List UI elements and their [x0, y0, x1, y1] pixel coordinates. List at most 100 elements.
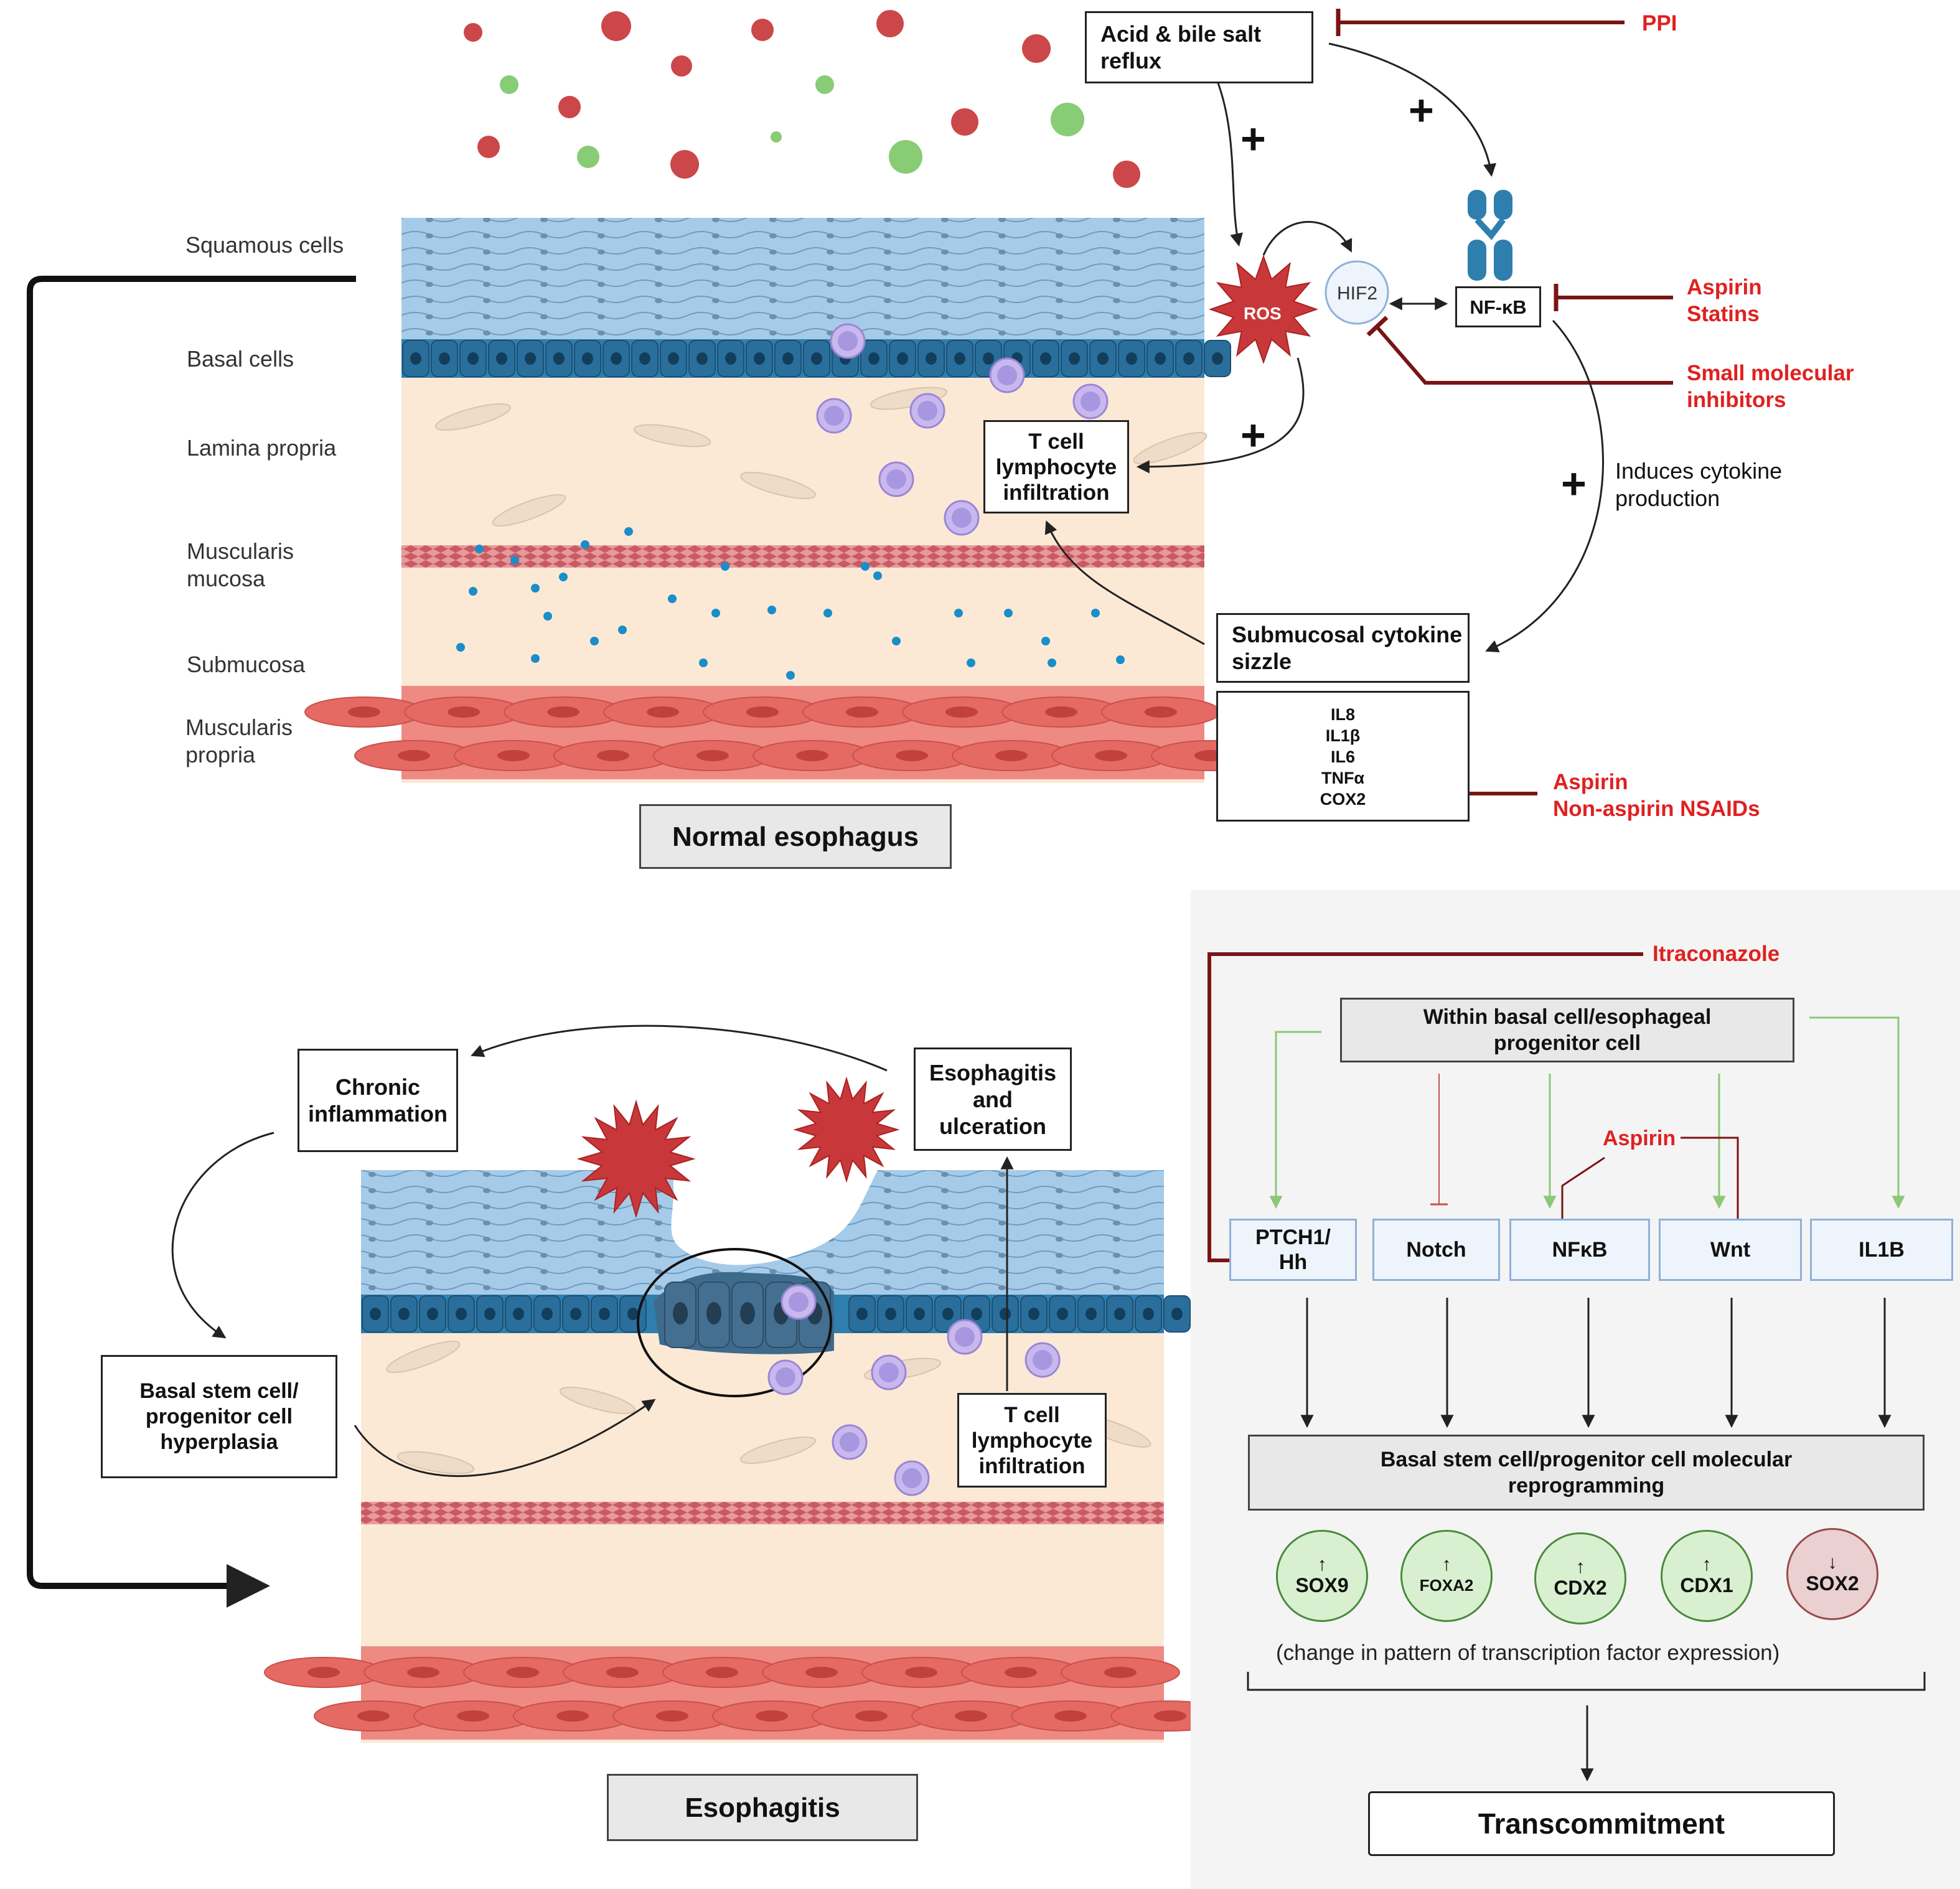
muscle-fiber-nucleus	[448, 706, 480, 718]
cytokine-dot	[624, 527, 633, 536]
fibroblast	[492, 494, 566, 527]
pathway-nfkb: NFκB	[1509, 1219, 1650, 1281]
basal-cell-nucleus	[885, 1308, 896, 1320]
basal-cell-nucleus	[1097, 352, 1109, 365]
plus-ros-tcell: +	[1240, 411, 1266, 459]
tf-sox9: ↑SOX9	[1276, 1530, 1368, 1622]
immune-cell-nucleus	[886, 469, 906, 489]
muscle-fiber-nucleus	[805, 1667, 838, 1678]
reprogramming-box: Basal stem cell/progenitor cell molecula…	[1248, 1435, 1925, 1511]
tf-sox2-name: SOX2	[1806, 1572, 1859, 1595]
pathway-il1b: IL1B	[1810, 1219, 1953, 1281]
muscle-fiber-nucleus	[647, 706, 679, 718]
cytokine-dot	[873, 571, 882, 580]
hyperplasia-circle	[637, 1248, 832, 1397]
cytokine-dot	[721, 562, 729, 571]
cytokine-dot	[559, 573, 568, 581]
aspirin-statins-label: Aspirin Statins	[1687, 275, 1762, 326]
layer-label-muscularis-mucosa: Muscularis mucosa	[187, 538, 294, 591]
basal-cell-nucleus	[926, 352, 937, 365]
muscle-fiber-nucleus	[348, 706, 380, 718]
reflux-droplet	[815, 75, 834, 94]
cytokine-dot	[967, 659, 975, 667]
aspirin-panel-label: Aspirin	[1603, 1127, 1676, 1150]
basal-cell-nucleus	[782, 352, 794, 365]
basal-cell-nucleus	[754, 352, 765, 365]
damage-star-right	[793, 1076, 900, 1183]
pathway-wnt: Wnt	[1659, 1219, 1802, 1281]
cytokine-dot	[699, 659, 708, 667]
muscle-fiber-nucleus	[1005, 1667, 1037, 1678]
basal-cell-nucleus	[1000, 1308, 1011, 1320]
muscle-fiber-nucleus	[556, 1710, 589, 1722]
muscle-fiber-nucleus	[547, 706, 579, 718]
tf-cdx1-name: CDX1	[1680, 1574, 1733, 1596]
basal-cell-nucleus	[1114, 1308, 1125, 1320]
basal-cell-nucleus	[570, 1308, 581, 1320]
plus-nfkb-cytokine: +	[1561, 459, 1587, 508]
hif2-node	[1325, 260, 1389, 325]
basal-cell-nucleus	[513, 1308, 524, 1320]
basal-cell-nucleus	[484, 1308, 495, 1320]
cytokine-dot	[823, 609, 832, 617]
basal-cell-nucleus	[639, 352, 650, 365]
immune-cell-nucleus	[1033, 1350, 1053, 1370]
hyperplastic-cell-nucleus	[706, 1302, 721, 1324]
basal-cell-nucleus	[542, 1308, 553, 1320]
cytokine-dot	[786, 671, 795, 680]
tf-cdx1-arrow: ↑	[1702, 1554, 1712, 1575]
basal-cell-nucleus	[725, 352, 736, 365]
pathway-ptch1-hh: PTCH1/ Hh	[1229, 1219, 1357, 1281]
muscle-fiber-nucleus	[497, 750, 530, 761]
small-inhibitors-label: Small molecular inhibitors	[1687, 361, 1854, 412]
muscle-fiber-nucleus	[357, 1710, 390, 1722]
immune-cell-nucleus	[1081, 391, 1100, 411]
induces-cytokine-label: Induces cytokine production	[1615, 458, 1783, 511]
tf-cdx2: ↑CDX2	[1534, 1532, 1626, 1624]
basal-cell-nucleus	[1028, 1308, 1039, 1320]
cytokine-dot	[510, 556, 519, 565]
basal-cell-nucleus	[1155, 352, 1166, 365]
chronic-inflammation-box: Chronic inflammation	[298, 1049, 458, 1152]
ros-star	[1208, 254, 1319, 365]
cytokine-cox2: COX2	[1320, 790, 1366, 809]
immune-cell-nucleus	[917, 401, 937, 421]
basal-cell-nucleus	[856, 1308, 868, 1320]
fibroblast	[435, 403, 511, 431]
immune-cell-nucleus	[997, 365, 1017, 385]
basal-cell-nucleus	[1040, 352, 1051, 365]
layer-label-lamina: Lamina propria	[187, 435, 337, 461]
reflux-droplet	[477, 136, 500, 158]
tcell-box-bottom: T cell lymphocyte infiltration	[957, 1393, 1107, 1488]
hif2-label: HIF2	[1337, 283, 1378, 304]
tf-sox9-arrow: ↑	[1317, 1554, 1327, 1575]
fibroblast	[1133, 432, 1207, 464]
reflux-droplet	[601, 11, 631, 41]
muscle-fiber-nucleus	[407, 1667, 439, 1678]
cytokine-dot	[543, 612, 552, 621]
basal-cell-nucleus	[525, 352, 536, 365]
transcommitment-box: Transcommitment	[1368, 1791, 1835, 1856]
basal-cell-nucleus	[370, 1308, 381, 1320]
fibroblast	[633, 424, 711, 448]
reflux-box: Acid & bile salt reflux	[1085, 11, 1313, 83]
plus-reflux-ros: +	[1240, 115, 1266, 163]
muscle-fiber-nucleus	[796, 750, 828, 761]
muscle-fiber-nucleus	[507, 1667, 539, 1678]
basal-cell-nucleus	[582, 352, 593, 365]
esophagitis-basal-row	[361, 1295, 1191, 1333]
muscle-fiber-nucleus	[696, 750, 729, 761]
immune-cell-nucleus	[838, 331, 858, 351]
esophagitis-muscularis-propria	[264, 1646, 1230, 1740]
basal-cell-nucleus	[811, 352, 822, 365]
muscle-fiber-nucleus	[1045, 706, 1077, 718]
cytokine-dot	[531, 584, 540, 593]
layer-label-submucosa: Submucosa	[187, 652, 306, 677]
basal-cell-nucleus	[599, 1308, 610, 1320]
cytokine-dot	[861, 562, 870, 571]
tf-cdx2-arrow: ↑	[1575, 1557, 1585, 1577]
cytokine-dot	[711, 609, 720, 617]
basal-cell-nucleus	[1086, 1308, 1097, 1320]
basal-cell-nucleus	[1171, 1308, 1183, 1320]
fibroblast	[386, 1341, 461, 1373]
